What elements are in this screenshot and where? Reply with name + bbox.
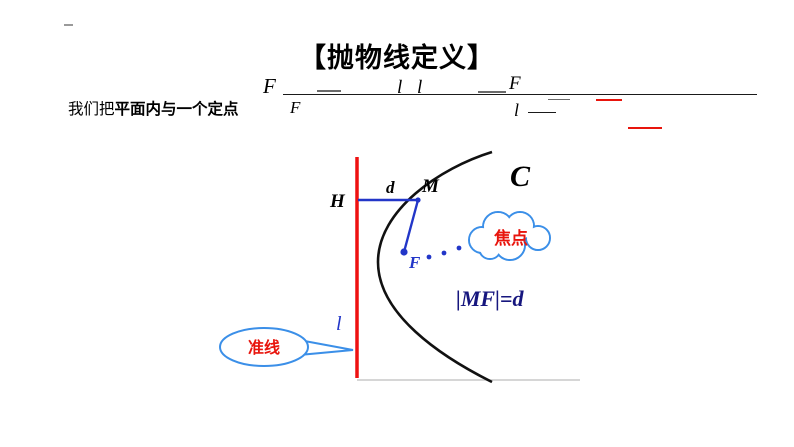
label-l: l bbox=[336, 313, 342, 335]
math-symbol-F-top: F bbox=[263, 74, 276, 98]
illegible-text-mark bbox=[478, 91, 506, 93]
illegible-text-mark bbox=[317, 90, 341, 92]
cloud-fill bbox=[470, 213, 549, 259]
directrix-label: 准线 bbox=[248, 338, 280, 357]
directrix-bubble-callout: 准线 bbox=[219, 327, 354, 367]
focus-cloud-callout: 焦点 bbox=[468, 211, 551, 261]
equation-MF-equals-d: |MF|=d bbox=[456, 286, 524, 311]
parabola-curve bbox=[376, 150, 493, 384]
math-symbol-F-mid: F bbox=[290, 98, 301, 117]
trail-dot bbox=[456, 245, 462, 251]
corner-artifact bbox=[64, 24, 73, 26]
math-symbol-l-mid: l bbox=[514, 100, 520, 120]
label-F: F bbox=[408, 253, 421, 272]
intro-prefix: 我们把 bbox=[68, 101, 115, 118]
fraction-rule bbox=[283, 94, 757, 95]
intro-emphasis: 平面内与一个定点 bbox=[114, 101, 239, 118]
label-C: C bbox=[510, 160, 531, 193]
trail-dot bbox=[441, 250, 447, 256]
math-symbol-F-right: F bbox=[509, 73, 521, 94]
math-symbol-l-pair: l l bbox=[397, 77, 428, 98]
label-H: H bbox=[329, 191, 346, 212]
short-rule bbox=[528, 112, 556, 113]
illegible-red-text-mark bbox=[596, 99, 622, 101]
label-M: M bbox=[421, 176, 440, 197]
trail-dot bbox=[426, 254, 432, 260]
bubble-body bbox=[219, 327, 309, 367]
slide-title: 【抛物线定义】 bbox=[299, 43, 495, 73]
point-F bbox=[400, 248, 408, 256]
label-d: d bbox=[386, 178, 395, 197]
point-M bbox=[415, 197, 421, 203]
illegible-red-text-mark bbox=[628, 127, 662, 129]
focus-label: 焦点 bbox=[493, 228, 528, 248]
segment-MF bbox=[402, 199, 420, 253]
intro-text: 我们把平面内与一个定点 bbox=[68, 97, 239, 119]
illegible-text-mark bbox=[548, 99, 570, 100]
